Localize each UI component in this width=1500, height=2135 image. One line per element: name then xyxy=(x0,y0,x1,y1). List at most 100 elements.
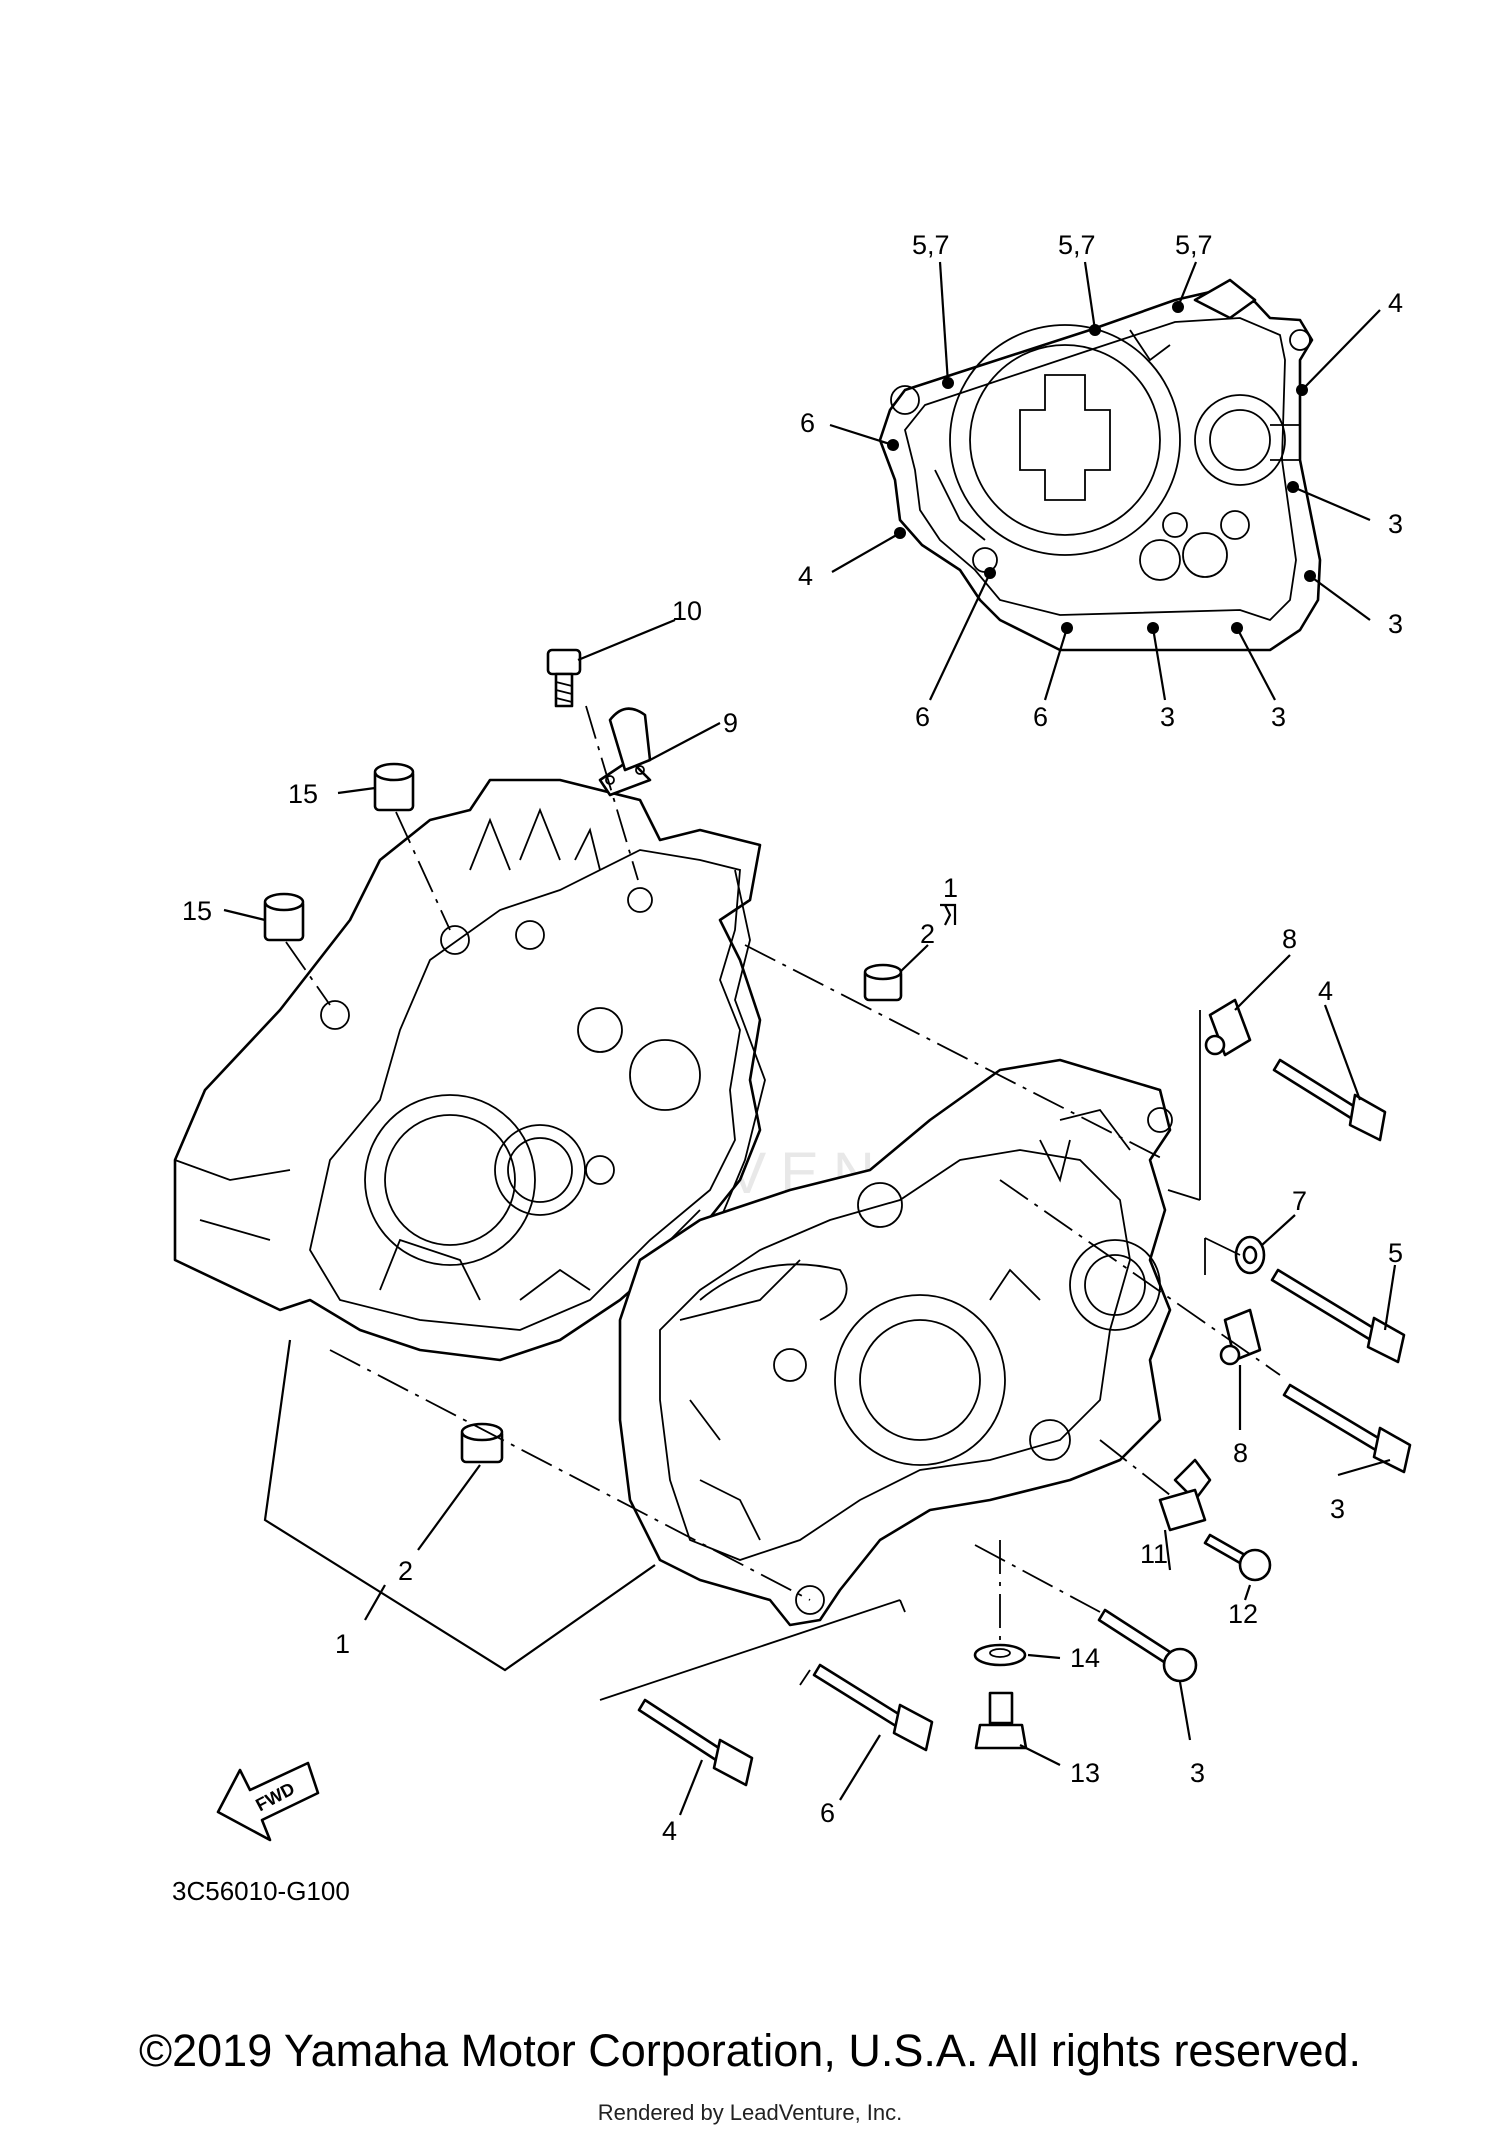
callout-14: 14 xyxy=(1070,1643,1100,1673)
callout-5: 5 xyxy=(1388,1238,1403,1268)
clamp-8-lower xyxy=(1219,1308,1262,1366)
right-small-hole xyxy=(1147,1107,1173,1133)
right-small-hole xyxy=(773,1348,807,1382)
left-shaft-bore-3 xyxy=(577,1007,623,1053)
bolt-12 xyxy=(1203,1533,1272,1582)
callout-15: 15 xyxy=(288,779,318,809)
drain-plug-13 xyxy=(974,1691,1028,1750)
callout-3: 3 xyxy=(1388,509,1403,539)
right-small-hole xyxy=(795,1585,825,1615)
left-small-hole xyxy=(627,887,653,913)
right-small-hole xyxy=(1029,1419,1071,1461)
callout-3: 3 xyxy=(1160,702,1175,732)
washer-14 xyxy=(973,1643,1027,1667)
bracket-11 xyxy=(1158,1458,1212,1532)
right-case-cylinder-cutout xyxy=(699,1263,848,1321)
left-dowel-hole xyxy=(440,925,470,955)
fwd-arrow-icon: FWD xyxy=(216,1761,320,1842)
small-hole xyxy=(1139,539,1181,581)
left-case-parting-rim xyxy=(719,869,766,1221)
callout-6: 6 xyxy=(915,702,930,732)
left-small-hole xyxy=(585,1155,615,1185)
right-main-bearing-bore xyxy=(834,1294,1006,1466)
bolt-3-right xyxy=(1282,1383,1412,1474)
callout-3: 3 xyxy=(1330,1494,1345,1524)
callout-4: 4 xyxy=(662,1816,677,1846)
shaft-bore xyxy=(1194,394,1286,486)
callout-7: 7 xyxy=(1292,1186,1307,1216)
callout-4: 4 xyxy=(1388,288,1403,318)
callout-6: 6 xyxy=(820,1798,835,1828)
small-hole xyxy=(1162,512,1188,538)
face-rib xyxy=(934,329,1171,541)
crank-bore xyxy=(949,324,1181,556)
bracket-9 xyxy=(598,707,652,797)
callout-6: 6 xyxy=(800,408,815,438)
callout-13: 13 xyxy=(1070,1758,1100,1788)
left-case-gasket-face xyxy=(309,849,741,1331)
right-case-body xyxy=(618,1058,1172,1627)
crank-key xyxy=(1019,374,1111,501)
callout-8: 8 xyxy=(1282,924,1297,954)
left-main-bearing-bore xyxy=(364,1094,536,1266)
dowel-15-lower xyxy=(263,892,305,942)
alignment-lines xyxy=(285,705,1281,1701)
dowel-hole xyxy=(1289,329,1311,351)
right-main-bearing-inner xyxy=(859,1319,981,1441)
bolt-5 xyxy=(1270,1268,1406,1364)
shaft-bore-inner xyxy=(1209,409,1271,471)
dowel-15-upper xyxy=(373,762,415,812)
left-case-ribs xyxy=(174,807,701,1301)
callout-1: 1 xyxy=(335,1629,350,1659)
crankcase-left xyxy=(173,778,766,1362)
bolt-6-bottom xyxy=(812,1663,934,1752)
face-leaders xyxy=(829,261,1381,701)
diagram-code: 3C56010-G100 xyxy=(172,1876,350,1906)
callout-8: 8 xyxy=(1233,1438,1248,1468)
callout-10: 10 xyxy=(672,596,702,626)
crankcase-right xyxy=(618,1058,1173,1627)
left-small-hole xyxy=(515,920,545,950)
left-shaft-inner xyxy=(507,1137,573,1203)
callout-6: 6 xyxy=(1033,702,1048,732)
callout-leaders xyxy=(223,618,1397,1816)
callout-5-7: 5,7 xyxy=(1175,230,1213,260)
right-shaft-bore xyxy=(1069,1239,1161,1331)
callout-9: 9 xyxy=(723,708,738,738)
crank-bore-inner xyxy=(969,344,1161,536)
callout-2: 2 xyxy=(398,1556,413,1586)
callout-4: 4 xyxy=(1318,976,1333,1006)
small-hole xyxy=(1220,510,1250,540)
clamp-8-upper xyxy=(1204,998,1252,1057)
left-case-body xyxy=(173,778,762,1362)
washer-7 xyxy=(1234,1235,1266,1275)
rendered-by-credit: Rendered by LeadVenture, Inc. xyxy=(597,2100,903,2125)
face-inner-edge xyxy=(904,317,1297,622)
copyright-notice: ©2019 Yamaha Motor Corporation, U.S.A. A… xyxy=(138,2025,1362,2076)
callout-3: 3 xyxy=(1388,609,1403,639)
dowel-hole xyxy=(890,385,920,415)
dowel-2-lower xyxy=(460,1422,504,1464)
dowel-2-upper xyxy=(863,963,903,1002)
callout-2: 2 xyxy=(920,919,935,949)
left-main-bearing-inner xyxy=(384,1114,516,1246)
bolt-4-bottom xyxy=(637,1698,754,1787)
callout-5-7: 5,7 xyxy=(1058,230,1096,260)
callout-1: 1 xyxy=(943,873,958,903)
callout-15: 15 xyxy=(182,896,212,926)
crankcase-face-view xyxy=(829,261,1381,701)
bolt-10 xyxy=(546,648,582,708)
callout-11: 11 xyxy=(1140,1539,1168,1569)
bolt-3-bottom xyxy=(1097,1608,1198,1683)
callout-4: 4 xyxy=(798,561,813,591)
left-shaft-bore-2 xyxy=(629,1039,701,1111)
small-hole xyxy=(1182,532,1228,578)
callout-labels: 5,7 5,7 5,7 4 6 4 3 3 6 6 3 3 10 9 15 15… xyxy=(182,230,1403,1846)
callout-5-7: 5,7 xyxy=(912,230,950,260)
left-shaft-bore xyxy=(494,1124,586,1216)
face-tab xyxy=(1193,278,1257,320)
shaft-slot xyxy=(1270,424,1301,461)
callout-12: 12 xyxy=(1228,1599,1258,1629)
right-cylinder-stud-hole xyxy=(857,1182,903,1228)
